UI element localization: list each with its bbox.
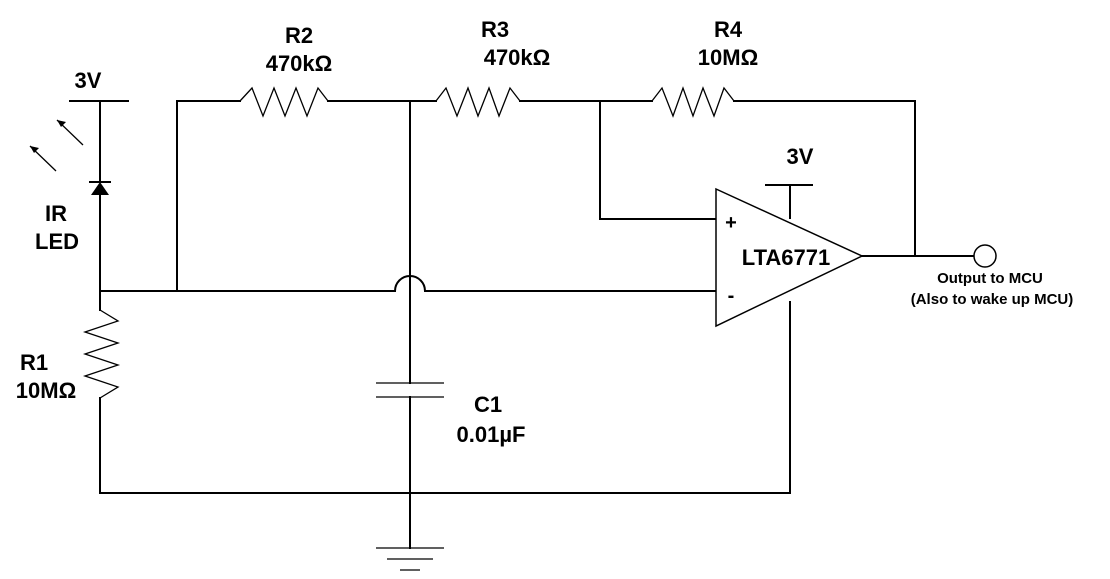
wires (69, 100, 975, 549)
capacitor-c1 (376, 382, 444, 398)
r3-value: 470kΩ (484, 45, 551, 70)
r4-value: 10MΩ (698, 45, 758, 70)
ground-icon (376, 547, 444, 571)
c1-name: C1 (474, 392, 502, 417)
led-label-line1: IR (45, 201, 67, 226)
r1-zigzag (82, 309, 121, 399)
opamp-triangle (715, 187, 864, 328)
output-label-line2: (Also to wake up MCU) (911, 291, 1074, 308)
c1-value: 0.01µF (457, 422, 526, 447)
opamp-part-label: LTA6771 (742, 245, 830, 270)
diode-icon (89, 181, 111, 195)
r4-name: R4 (714, 17, 743, 42)
opamp-supply-label: 3V (787, 144, 814, 169)
r1-value: 10MΩ (16, 378, 76, 403)
r3-zigzag (435, 86, 521, 118)
r2-name: R2 (285, 23, 313, 48)
led-supply-label: 3V (75, 68, 102, 93)
output-label-line1: Output to MCU (937, 270, 1043, 287)
r1-name: R1 (20, 350, 48, 375)
r2-value: 470kΩ (266, 51, 333, 76)
terminal-circle-icon (973, 244, 997, 268)
opamp-minus-pin: - (728, 285, 735, 307)
led-label-line2: LED (35, 229, 79, 254)
arrow-icon (29, 119, 84, 172)
r2-zigzag (239, 86, 329, 118)
r4-zigzag (651, 86, 735, 118)
r3-name: R3 (481, 17, 509, 42)
opamp-plus-pin: + (725, 212, 737, 234)
